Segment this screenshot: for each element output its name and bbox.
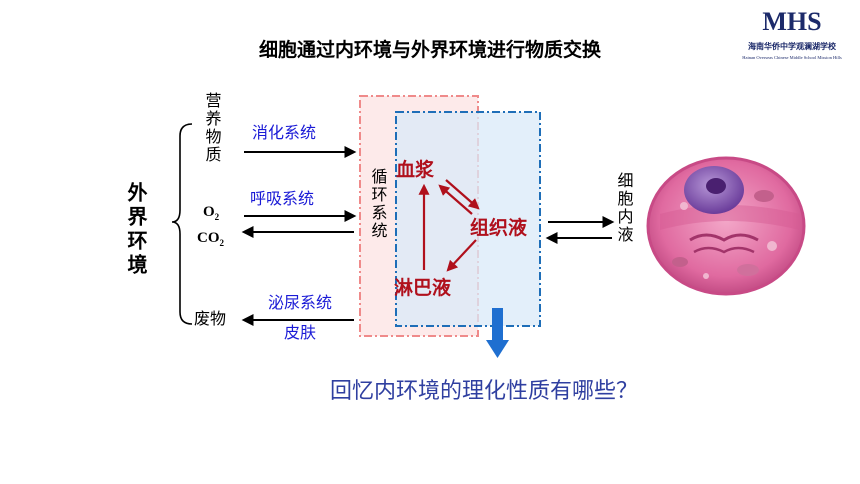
co2-label: CO2 [197,230,225,248]
waste-label: 废物 [194,309,226,328]
plasma-label: 血浆 [396,158,435,181]
nutrients-label: 营养物质 [203,92,222,164]
logo-en: Hainan Overseas Chinese Middle School Mi… [742,55,842,60]
respiratory-system-label: 呼吸系统 [250,189,314,208]
o2-label: O2 [203,204,220,222]
digestive-system-label: 消化系统 [252,123,316,142]
left-brace [171,123,193,325]
lymph-label: 淋巴液 [394,276,452,299]
skin-label: 皮肤 [284,323,316,342]
plasma-to-tissue-arrow [445,179,480,210]
slide-title: 细胞通过内环境与外界环境进行物质交换 [259,38,602,61]
tissue-to-plasma-arrow [438,184,473,215]
internal-env-box [395,111,541,327]
circulation-system-label: 循环系统 [369,168,388,240]
tissue-fluid-label: 组织液 [470,216,528,239]
down-arrow [486,308,509,358]
external-env-label: 外界环境 [124,181,148,278]
logo-letters: MHS [762,7,821,36]
school-logo: MHS 海南华侨中学观澜湖学校 Hainan Overseas Chinese … [742,7,842,60]
logo-cn: 海南华侨中学观澜湖学校 [748,41,837,51]
cell-image [646,156,806,296]
urinary-system-label: 泌尿系统 [268,293,332,312]
tissue-to-lymph-arrow [446,239,477,272]
intracellular-fluid-label: 细胞内液 [615,172,634,244]
question-text: 回忆内环境的理化性质有哪些？ [330,379,638,404]
